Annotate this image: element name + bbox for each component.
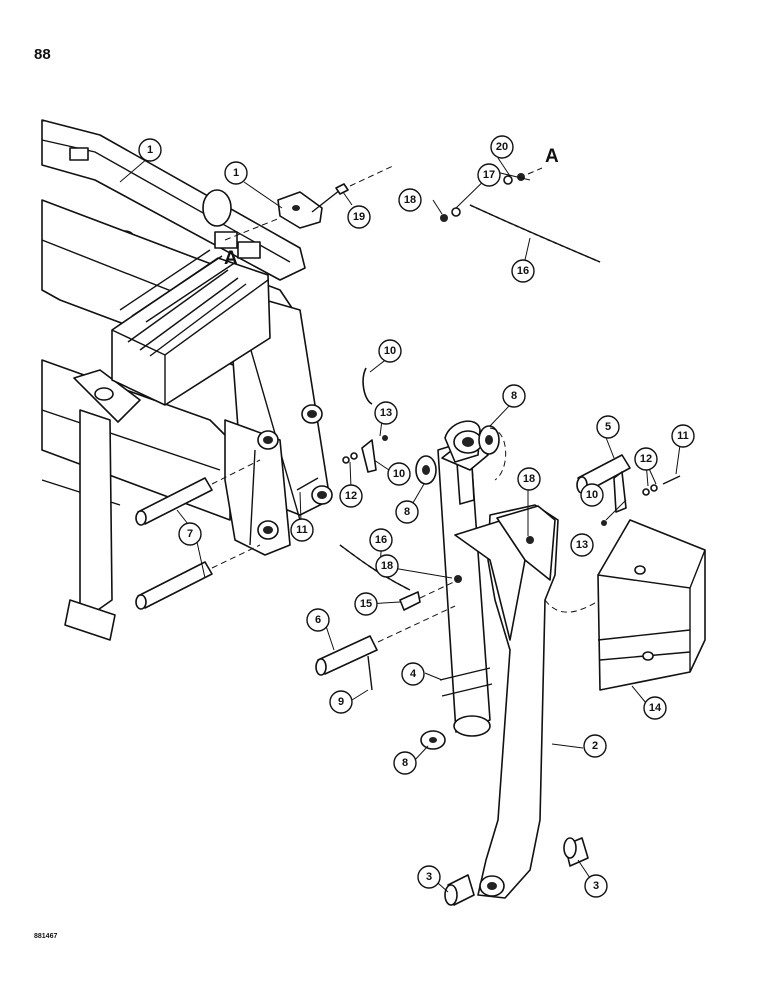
- page-number: 88: [34, 46, 51, 63]
- svg-text:11: 11: [296, 524, 308, 536]
- svg-text:5: 5: [605, 421, 611, 433]
- callout-8-mid: 8: [395, 500, 419, 524]
- svg-text:9: 9: [338, 696, 344, 708]
- svg-text:10: 10: [393, 468, 405, 480]
- hydraulic-cylinder-icon: [437, 420, 493, 737]
- bracket-icon: [277, 191, 323, 229]
- callout-3-left: 3: [417, 865, 441, 889]
- callout-13-left: 13: [374, 401, 398, 425]
- callout-16-chain: 16: [511, 259, 535, 283]
- callout-10-mid: 10: [387, 462, 411, 486]
- ref-letter-a-top: A: [545, 146, 559, 167]
- svg-text:10: 10: [384, 345, 396, 357]
- callout-20: 20: [490, 135, 514, 159]
- callout-18-arm: 18: [517, 467, 541, 491]
- callout-10-right: 10: [580, 483, 604, 507]
- svg-text:19: 19: [353, 211, 365, 223]
- callout-19: 19: [347, 205, 371, 229]
- svg-text:13: 13: [576, 539, 588, 551]
- callout-11-left: 11: [290, 518, 314, 542]
- svg-text:3: 3: [426, 871, 432, 883]
- callout-15: 15: [354, 592, 378, 616]
- svg-text:4: 4: [410, 668, 417, 680]
- svg-text:10: 10: [586, 489, 598, 501]
- svg-text:18: 18: [523, 473, 535, 485]
- drawing-code: 881467: [34, 933, 58, 940]
- mount-bushings: [257, 404, 333, 540]
- svg-text:17: 17: [483, 169, 495, 181]
- svg-text:18: 18: [381, 560, 393, 572]
- callout-1-bracket: 1: [224, 161, 248, 185]
- svg-text:20: 20: [496, 141, 508, 153]
- bushing-icon: [444, 837, 589, 906]
- svg-text:15: 15: [360, 598, 372, 610]
- step-icon: [111, 249, 271, 406]
- callout-3-right: 3: [584, 874, 608, 898]
- stabilizer-pad-icon: [597, 519, 706, 691]
- callout-6: 6: [306, 608, 330, 632]
- svg-text:14: 14: [649, 702, 662, 714]
- callout-7: 7: [178, 522, 202, 546]
- stabilizer-arm-icon: [454, 504, 559, 899]
- svg-text:7: 7: [187, 528, 193, 540]
- callout-14: 14: [643, 696, 667, 720]
- svg-text:16: 16: [375, 534, 387, 546]
- svg-text:8: 8: [511, 390, 517, 402]
- callout-4: 4: [401, 662, 425, 686]
- callout-5: 5: [596, 415, 620, 439]
- callout-10-top: 10: [378, 339, 402, 363]
- callout-2: 2: [583, 734, 607, 758]
- callout-16-lower: 16: [369, 528, 393, 552]
- callout-8-top: 8: [502, 384, 526, 408]
- svg-text:3: 3: [593, 880, 599, 892]
- callout-12-right: 12: [634, 447, 658, 471]
- svg-text:1: 1: [147, 144, 153, 156]
- svg-text:18: 18: [404, 194, 416, 206]
- callout-18-chain: 18: [398, 188, 422, 212]
- svg-text:12: 12: [640, 453, 652, 465]
- chain-icon: [469, 204, 601, 263]
- callout-12-left: 12: [339, 484, 363, 508]
- svg-text:11: 11: [677, 430, 689, 442]
- svg-text:1: 1: [233, 167, 239, 179]
- bolt-icon: [311, 183, 349, 213]
- svg-text:12: 12: [345, 490, 357, 502]
- callout-11-right: 11: [671, 424, 695, 448]
- callout-1-frame: 1: [138, 138, 162, 162]
- callout-8-bottom: 8: [393, 751, 417, 775]
- svg-text:13: 13: [380, 407, 392, 419]
- svg-text:6: 6: [315, 614, 321, 626]
- svg-text:16: 16: [517, 265, 529, 277]
- ref-letter-a-frame: A: [224, 248, 238, 269]
- pin-icon: [135, 477, 213, 610]
- svg-text:8: 8: [402, 757, 408, 769]
- svg-text:8: 8: [404, 506, 410, 518]
- callout-17: 17: [477, 163, 501, 187]
- callout-13-right: 13: [570, 533, 594, 557]
- callout-18-cylinder: 18: [375, 554, 399, 578]
- svg-text:2: 2: [592, 740, 598, 752]
- callout-9: 9: [329, 690, 353, 714]
